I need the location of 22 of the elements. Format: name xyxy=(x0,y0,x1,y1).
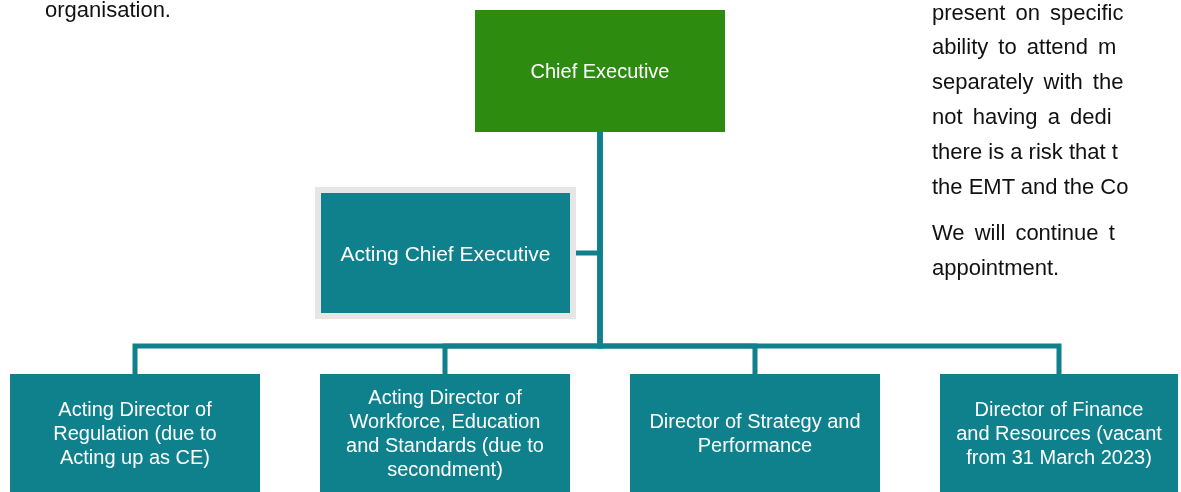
role-title: Acting Chief Executive xyxy=(340,240,551,266)
paragraph-text: organisation. xyxy=(45,0,171,23)
paragraph-text: there is a risk that t xyxy=(932,139,1118,165)
role-box xyxy=(315,187,576,319)
role-title: Acting Director of Regulation (due to Acting up as CE) xyxy=(52,397,218,469)
paragraph-text: present on specific xyxy=(932,0,1124,26)
paragraph-text: appointment. xyxy=(932,255,1060,281)
role-box xyxy=(475,10,725,132)
paragraph-text: not having a dedi xyxy=(932,104,1112,130)
role-title: Director of Strategy and Performance xyxy=(648,409,862,457)
role-title: Chief Executive xyxy=(530,59,670,83)
paragraph-text: We will continue t xyxy=(932,220,1115,246)
connector-line xyxy=(597,132,1062,374)
role-title: Acting Director of Workforce, Education and Standards (due to secondment) xyxy=(345,385,545,481)
role-box xyxy=(630,374,880,492)
paragraph-text: separately with the xyxy=(932,69,1124,95)
paragraph-text: the EMT and the Co xyxy=(932,174,1129,200)
paragraph-text: ability to attend m xyxy=(932,34,1117,60)
role-box xyxy=(940,374,1178,492)
role-title: Director of Finance and Resources (vacant from 31 March 2023) xyxy=(956,397,1162,469)
role-box xyxy=(320,374,570,492)
role-box xyxy=(10,374,260,492)
